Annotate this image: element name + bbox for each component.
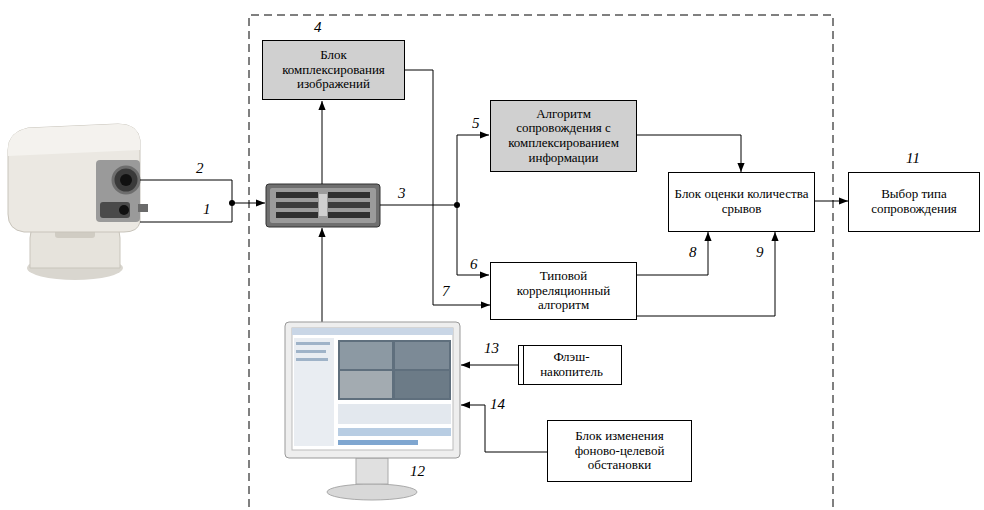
storage-box: Флэш-накопитель [518,345,622,385]
junction-dot [454,202,460,208]
connector [637,135,741,172]
border-mark [523,346,524,384]
node-text: Флэш-накопитель [519,350,621,379]
connector [637,232,708,275]
process-box: Блок оценки количества срывов [668,172,815,232]
wire [140,203,232,222]
output-box: Выбор типа сопровождения [848,172,980,232]
system-boundary [249,15,833,510]
callout-number: 6 [470,256,478,273]
monitor-illustration [285,322,460,500]
wire [322,101,323,184]
callout-number: 3 [398,185,406,202]
process-box: Блок комплексирования изображений [262,40,405,100]
edge-label: 7 [441,283,451,300]
camera-illustration [8,124,148,280]
connector [405,70,490,305]
wire [457,135,489,205]
connector [637,232,775,316]
process-box: Алгоритм сопровождения с комплексировани… [490,100,637,172]
wire [461,405,547,452]
callout-number: 13 [484,340,499,357]
connector [815,201,848,202]
server-illustration [266,184,380,227]
callout-number: 12 [410,463,425,480]
callout-number: 4 [314,19,322,36]
node-text: Типовой корреляционный алгоритм [491,269,636,313]
callout-number: 5 [472,115,480,132]
wire [461,365,518,366]
callout-number: 14 [490,396,505,413]
callout-number: 11 [906,150,920,167]
wire [232,203,265,204]
callout-number: 1 [203,201,211,218]
edge-label: 8 [688,244,698,261]
wire [140,180,232,203]
node-text: Блок комплексирования изображений [263,48,404,92]
process-box: Типовой корреляционный алгоритм [490,262,637,320]
callout-number: 2 [196,160,204,177]
process-box: Блок изменения фоново-целевой обстановки [547,420,692,482]
wire [322,228,323,322]
node-text: Блок оценки количества срывов [669,187,814,216]
node-text: Выбор типа сопровождения [849,187,979,216]
node-text: Блок изменения фоново-целевой обстановки [548,429,691,473]
wire [457,205,489,275]
edge-label: 9 [755,244,765,261]
wire [380,205,457,206]
node-text: Алгоритм сопровождения с комплексировани… [491,107,636,165]
